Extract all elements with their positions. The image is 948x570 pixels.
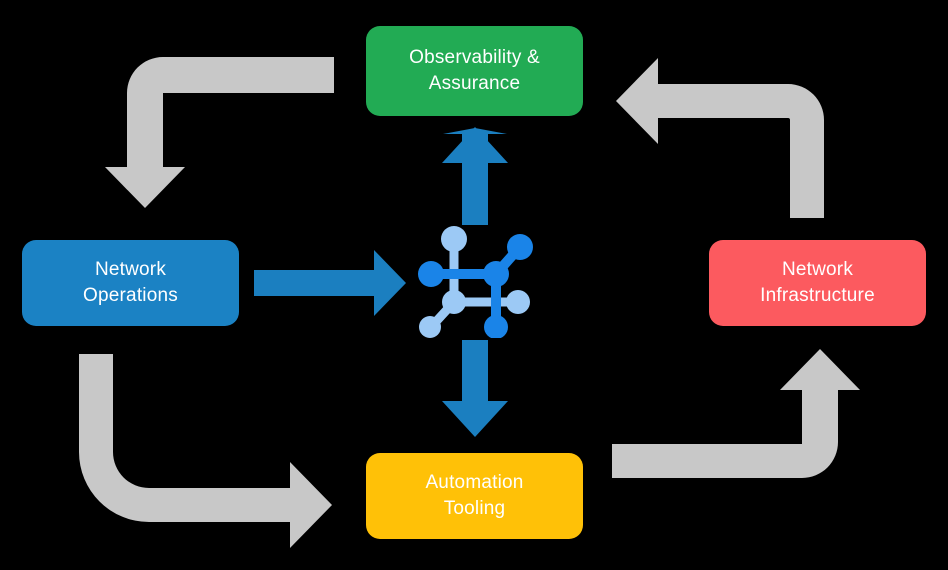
network-topology-icon — [418, 226, 533, 338]
node-automation-tooling-label: Automation Tooling — [425, 472, 524, 519]
node-observability-assurance[interactable]: Observability & Assurance — [366, 26, 583, 116]
node-network-operations-label: Network Operations — [83, 259, 178, 306]
arrow-center-to-automation — [442, 340, 508, 437]
arrow-automation-to-infrastructure — [612, 349, 860, 478]
node-network-infrastructure[interactable]: Network Infrastructure — [709, 240, 926, 326]
node-network-infrastructure-label: Network Infrastructure — [760, 259, 875, 306]
node-observability-label: Observability & Assurance — [409, 47, 540, 94]
arrow-operations-to-center — [254, 250, 406, 316]
node-automation-tooling[interactable]: Automation Tooling — [366, 453, 583, 539]
arrow-infrastructure-to-observability — [616, 58, 824, 218]
arrow-observability-to-operations — [105, 57, 334, 208]
node-network-operations[interactable]: Network Operations — [22, 240, 239, 326]
arrow-center-to-observability — [442, 127, 508, 225]
arrow-operations-to-automation — [79, 354, 332, 548]
